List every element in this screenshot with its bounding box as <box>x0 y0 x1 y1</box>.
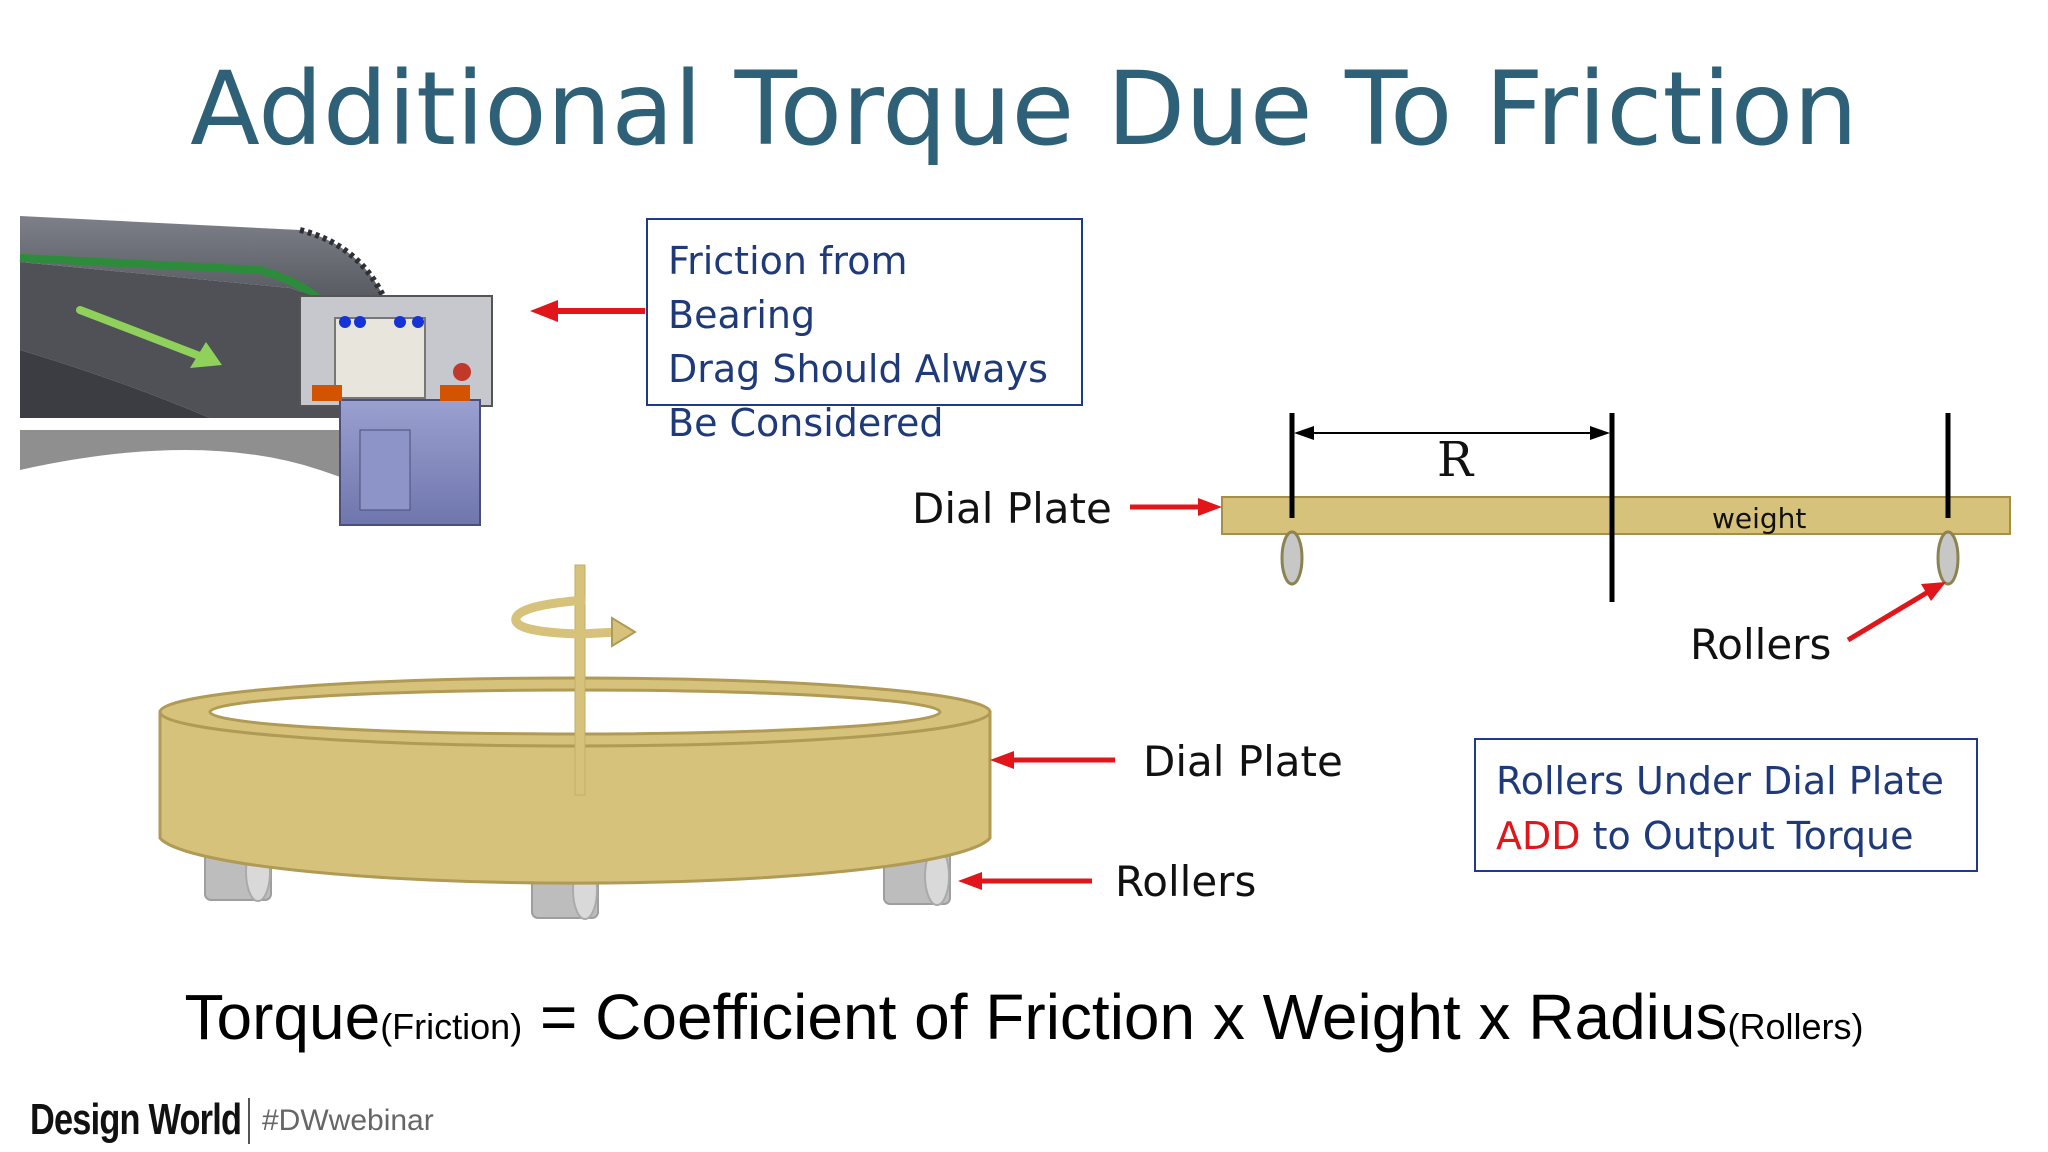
footer-divider <box>248 1098 250 1144</box>
rollers-callout: Rollers Under Dial Plate ADD to Output T… <box>1474 738 1978 872</box>
dial-rollers-label: Rollers <box>1115 857 1257 906</box>
formula-torque: Torque <box>184 981 381 1053</box>
green-arrow-icon <box>76 306 214 364</box>
r-dimension-arrow-left <box>1294 426 1314 440</box>
green-arrowhead-icon <box>190 342 222 368</box>
formula-torque-sub: (Friction) <box>380 1006 523 1047</box>
dial-plate-body <box>158 710 992 885</box>
add-highlight: ADD <box>1496 814 1581 858</box>
friction-callout-line-1: Friction from Bearing <box>668 239 908 337</box>
rollers-callout-line-2-rest: to Output Torque <box>1580 814 1914 858</box>
design-world-logo: Design World <box>30 1095 242 1144</box>
dial-shaft <box>574 564 586 796</box>
rollers-callout-line-1: Rollers Under Dial Plate <box>1496 759 1944 803</box>
dial-plate-label: Dial Plate <box>1143 737 1343 786</box>
beam-roller-left <box>1280 530 1304 586</box>
formula-radius-sub: (Rollers) <box>1727 1006 1864 1047</box>
friction-callout-line-2: Drag Should Always <box>668 347 1048 391</box>
r-dimension-arrow-right <box>1590 426 1610 440</box>
beam-rollers-label: Rollers <box>1690 620 1832 669</box>
beam-dial-plate <box>1221 496 2011 535</box>
rotation-arrow-icon <box>511 595 619 639</box>
rollers-callout-line-2: ADD to Output Torque <box>1496 809 1956 864</box>
torque-formula: Torque(Friction) = Coefficient of Fricti… <box>0 980 2048 1054</box>
beam-rollers-arrow <box>1846 589 1930 643</box>
r-label: R <box>1437 432 1474 488</box>
friction-callout: Friction from Bearing Drag Should Always… <box>646 218 1083 445</box>
beam-roller-right <box>1936 530 1960 586</box>
slide-title: Additional Torque Due To Friction <box>190 50 1858 169</box>
friction-callout-line-3: Be Considered <box>668 401 944 445</box>
footer-hashtag: #DWwebinar <box>262 1104 434 1137</box>
formula-middle: = Coefficient of Friction x Weight x Rad… <box>522 981 1728 1053</box>
weight-label: weight <box>1712 502 1807 535</box>
beam-dial-plate-label: Dial Plate <box>912 484 1112 533</box>
drive-block <box>299 295 493 526</box>
